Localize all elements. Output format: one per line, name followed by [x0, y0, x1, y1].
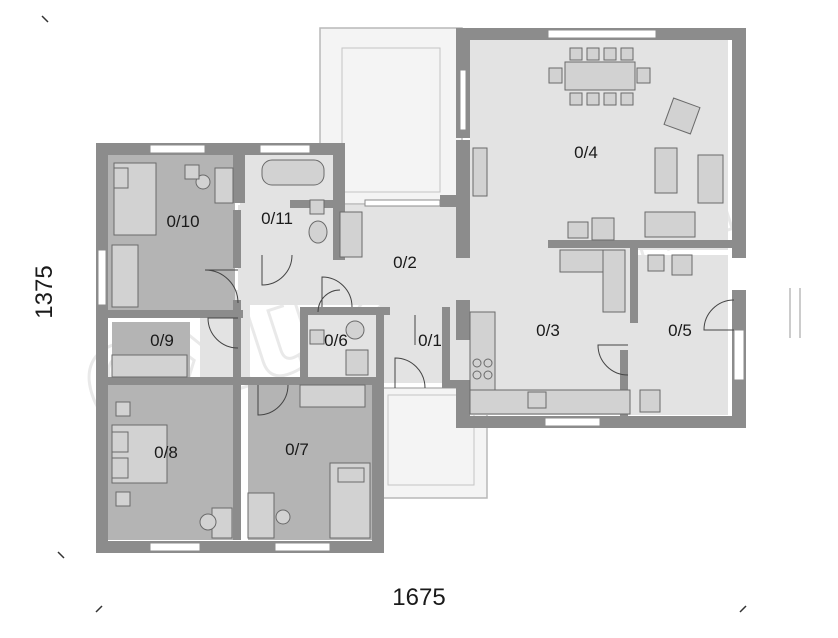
- furniture: [111, 47, 724, 539]
- windows: [97, 29, 745, 552]
- room-label-0-4: 0/4: [574, 143, 598, 162]
- scale-bar: [789, 288, 801, 338]
- room-label-0-5: 0/5: [668, 321, 692, 340]
- room-label-0-9: 0/9: [150, 331, 174, 350]
- living-floor: [200, 40, 728, 415]
- room-label-0-7: 0/7: [285, 440, 309, 459]
- room-label-0-2: 0/2: [393, 253, 417, 272]
- corner-marks: [41, 15, 747, 613]
- room-label-0-8: 0/8: [154, 443, 178, 462]
- door-swings: [204, 254, 735, 416]
- room-label-0-11: 0/11: [261, 209, 293, 228]
- room-label-0-10: 0/10: [166, 212, 199, 231]
- dimension-height-label: 1375: [31, 265, 58, 318]
- dining-table: [564, 61, 636, 91]
- room-label-0-3: 0/3: [536, 321, 560, 340]
- bathtub: [261, 159, 325, 186]
- room-label-0-1: 0/1: [418, 331, 442, 350]
- dimension-width-label: 1675: [392, 584, 445, 611]
- room-labels: 0/10 0/11 0/2 0/4 0/3 0/5 0/6 0/1 0/9 0/…: [150, 143, 692, 462]
- room-label-0-6: 0/6: [324, 331, 348, 350]
